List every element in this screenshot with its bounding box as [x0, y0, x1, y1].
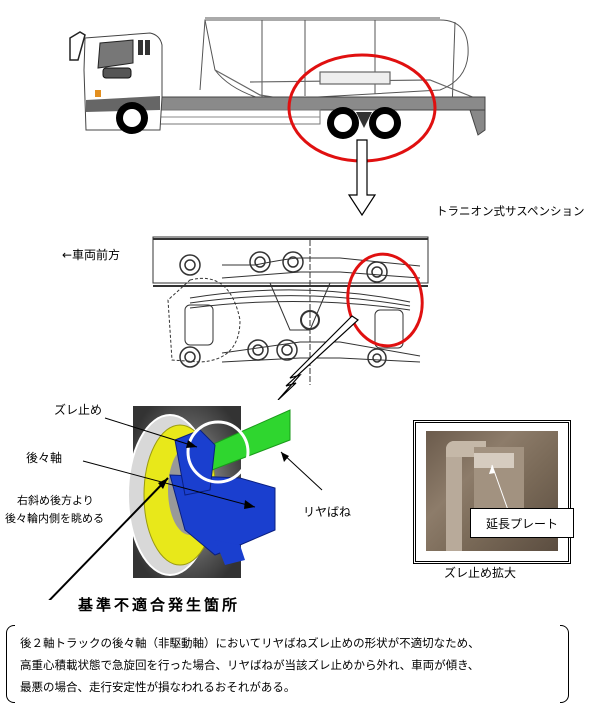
- rear-spring-label: リヤばね: [303, 505, 352, 519]
- extension-plate-pointer: [489, 464, 509, 511]
- view-note-line2: 後々輪内側を眺める: [5, 512, 104, 525]
- description-line: 最悪の場合、走行安定性が損なわれるおそれがある。: [20, 680, 296, 694]
- right-bracket: [560, 625, 569, 703]
- vehicle-front-label: ←車両前方: [62, 248, 121, 262]
- rear-axle-render: [48, 406, 323, 600]
- rear-rear-axle-label: 後々軸: [26, 451, 63, 465]
- extension-plate-label: 延長プレート: [470, 508, 574, 538]
- axle-part: [169, 474, 276, 556]
- view-note-line1: 右斜め後方より: [17, 494, 94, 507]
- suspension-type-label: トラニオン式サスペンション: [436, 204, 585, 218]
- front-wheel: [116, 102, 148, 134]
- slip-stopper-highlight-ring: [186, 420, 250, 484]
- down-arrow: [347, 139, 377, 217]
- description-box: 後２軸トラックの後々軸（非駆動軸）においてリヤばねズレ止めの形状が不適切なため、…: [6, 625, 569, 703]
- truck-side-view: [69, 17, 486, 217]
- truck-cab: [69, 31, 163, 131]
- slip-stopper-enlarged-caption: ズレ止め拡大: [444, 566, 517, 580]
- description-line: 後２軸トラックの後々軸（非駆動軸）においてリヤばねズレ止めの形状が不適切なため、: [20, 636, 480, 650]
- description-line: 高重心積載状態で急旋回を行った場合、リヤばねが当該ズレ止めから外れ、車両が傾き、: [20, 658, 480, 672]
- nonconformity-location-heading: 基準不適合発生箇所: [78, 596, 241, 614]
- suspension-drawing: [152, 236, 429, 400]
- rear-wheels: [327, 107, 401, 139]
- zoom-pointer-arrow: [277, 315, 359, 400]
- slip-stopper-highlight-circle: [346, 252, 424, 348]
- left-bracket: [6, 625, 15, 703]
- slip-stopper-label: ズレ止め: [54, 403, 103, 417]
